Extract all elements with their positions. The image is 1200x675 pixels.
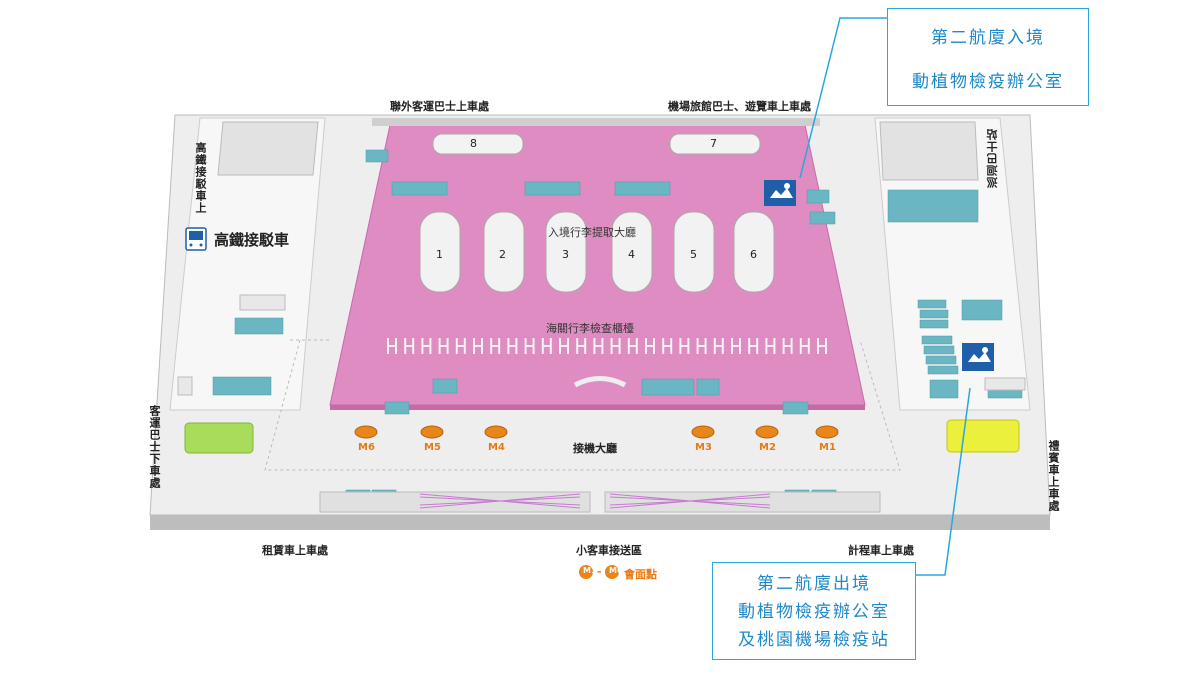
- departure-callout-line2: 動植物檢疫辦公室: [738, 602, 890, 622]
- meeting-point-label: M2: [759, 442, 776, 453]
- meeting-point-m4: [484, 425, 508, 439]
- customs-counter: [645, 338, 655, 354]
- left-wing-pillar: [177, 376, 193, 396]
- meeting-legend-label: 會面點: [624, 568, 657, 581]
- greeting-hall-boundary: [264, 339, 901, 471]
- arrival-quarantine-callout: 第二航廈入境 動植物檢疫辦公室: [887, 8, 1089, 106]
- bus-bay-7-number: 7: [710, 137, 717, 150]
- customs-counter: [490, 338, 501, 354]
- meeting-point-label: M3: [695, 442, 712, 453]
- carousel-5-number: 5: [690, 248, 697, 261]
- quarantine-icon: [764, 180, 796, 206]
- departure-callout-line3: 及桃園機場檢疫站: [738, 630, 890, 650]
- meeting-point-label: M1: [819, 442, 836, 453]
- bus-bay-8-number: 8: [470, 137, 477, 150]
- greeting-hall-label: 接機大廳: [573, 442, 617, 455]
- hall-front-edge: [330, 405, 865, 410]
- customs-counter: [696, 338, 707, 354]
- legend-dash: -: [597, 565, 602, 578]
- departure-callout-line: [915, 387, 971, 576]
- arrival-callout-line1: 第二航廈入境: [931, 28, 1045, 48]
- baggage-carousels: [419, 211, 775, 293]
- meeting-point-m3: [691, 425, 715, 439]
- customs-counter: [438, 338, 449, 354]
- carousel-6-number: 6: [750, 248, 757, 261]
- meeting-point-m6: [354, 425, 378, 439]
- customs-counter: [507, 338, 518, 354]
- customs-counter: [610, 338, 621, 354]
- right-wing-counter: [984, 377, 1026, 391]
- hall-exit-arc: [573, 376, 627, 388]
- arrival-callout-line: [799, 17, 888, 179]
- yellow-zone: [946, 419, 1020, 453]
- carousel-2-number: 2: [499, 248, 506, 261]
- left-wing: [169, 117, 326, 411]
- circulator-label: 巡迴巴士站: [986, 128, 999, 188]
- legend-badge-m6: M6: [609, 566, 623, 575]
- arrival-callout-line2: 動植物檢疫辦公室: [912, 72, 1064, 92]
- customs-counter: [593, 338, 604, 354]
- car-rental-label: 租賃車上車處: [262, 544, 328, 557]
- customs-counter: [387, 338, 397, 354]
- bus-bay-7: [669, 133, 761, 155]
- legend-badge-m1: M1: [583, 566, 597, 575]
- customs-counter: [765, 338, 776, 354]
- carousel-1-number: 1: [436, 248, 443, 261]
- left-wing-block: [217, 121, 319, 176]
- customs-counter: [799, 338, 810, 354]
- customs-counter: [782, 338, 793, 354]
- vip-label: 禮賓車上車處: [1047, 440, 1060, 512]
- hotel-bus-label: 機場旅館巴士、遊覽車上車處: [668, 100, 811, 113]
- baggage-claim-label: 入境行李提取大廳: [548, 226, 636, 239]
- customs-counter: [817, 338, 827, 354]
- customs-counter: [679, 338, 690, 354]
- quarantine-icon: [962, 343, 994, 371]
- departure-callout-line1: 第二航廈出境: [757, 574, 871, 594]
- bus-alight-label: 客運巴士下車處: [148, 405, 161, 489]
- customs-counter: [473, 338, 483, 354]
- bus-top-label: 聯外客運巴士上車處: [390, 100, 489, 113]
- hsr-shuttle-label: 高鐵接駁車: [214, 231, 290, 249]
- customs-counters: [387, 338, 827, 354]
- taxi-label: 計程車上車處: [848, 544, 914, 557]
- meeting-point-m1: [815, 425, 839, 439]
- bus-bay-8: [432, 133, 524, 155]
- baggage-hall-floor: [329, 124, 866, 406]
- bus-icon: [185, 227, 207, 251]
- green-zone: [184, 422, 254, 454]
- meeting-point-legend-badges: [579, 565, 619, 579]
- meeting-point-label: M5: [424, 442, 441, 453]
- meeting-points: [354, 425, 839, 439]
- car-pickup-label: 小客車接送區: [576, 544, 642, 557]
- customs-counter: [662, 338, 673, 354]
- customs-counter: [421, 338, 432, 354]
- customs-counter: [541, 338, 552, 354]
- customs-counter: [713, 338, 724, 354]
- customs-counter: [559, 338, 569, 354]
- customs-counter: [748, 338, 759, 354]
- meeting-point-label: M6: [358, 442, 375, 453]
- bottom-curb: [319, 491, 591, 513]
- bottom-curb-right: [604, 491, 881, 513]
- customs-counter: [524, 338, 535, 354]
- meeting-point-m2: [755, 425, 779, 439]
- hall-top-wall: [372, 118, 820, 126]
- customs-counter: [576, 338, 587, 354]
- base-platform: [150, 515, 1050, 530]
- customs-counter: [404, 338, 415, 354]
- meeting-point-m5: [420, 425, 444, 439]
- left-wing-counter: [239, 294, 286, 311]
- right-wing-block: [879, 121, 979, 181]
- departure-quarantine-callout: 第二航廈出境 動植物檢疫辦公室 及桃園機場檢疫站: [712, 562, 916, 660]
- customs-counter: [731, 338, 741, 354]
- carousel-3-number: 3: [562, 248, 569, 261]
- hsr-side-label: 高鐵接駁車上: [194, 142, 207, 214]
- customs-counter: [627, 338, 638, 354]
- customs-label: 海關行李檢查櫃檯: [546, 322, 634, 335]
- meeting-point-label: M4: [488, 442, 505, 453]
- carousel-4-number: 4: [628, 248, 635, 261]
- crosswalk-stripes: [419, 493, 771, 509]
- customs-counter: [455, 338, 466, 354]
